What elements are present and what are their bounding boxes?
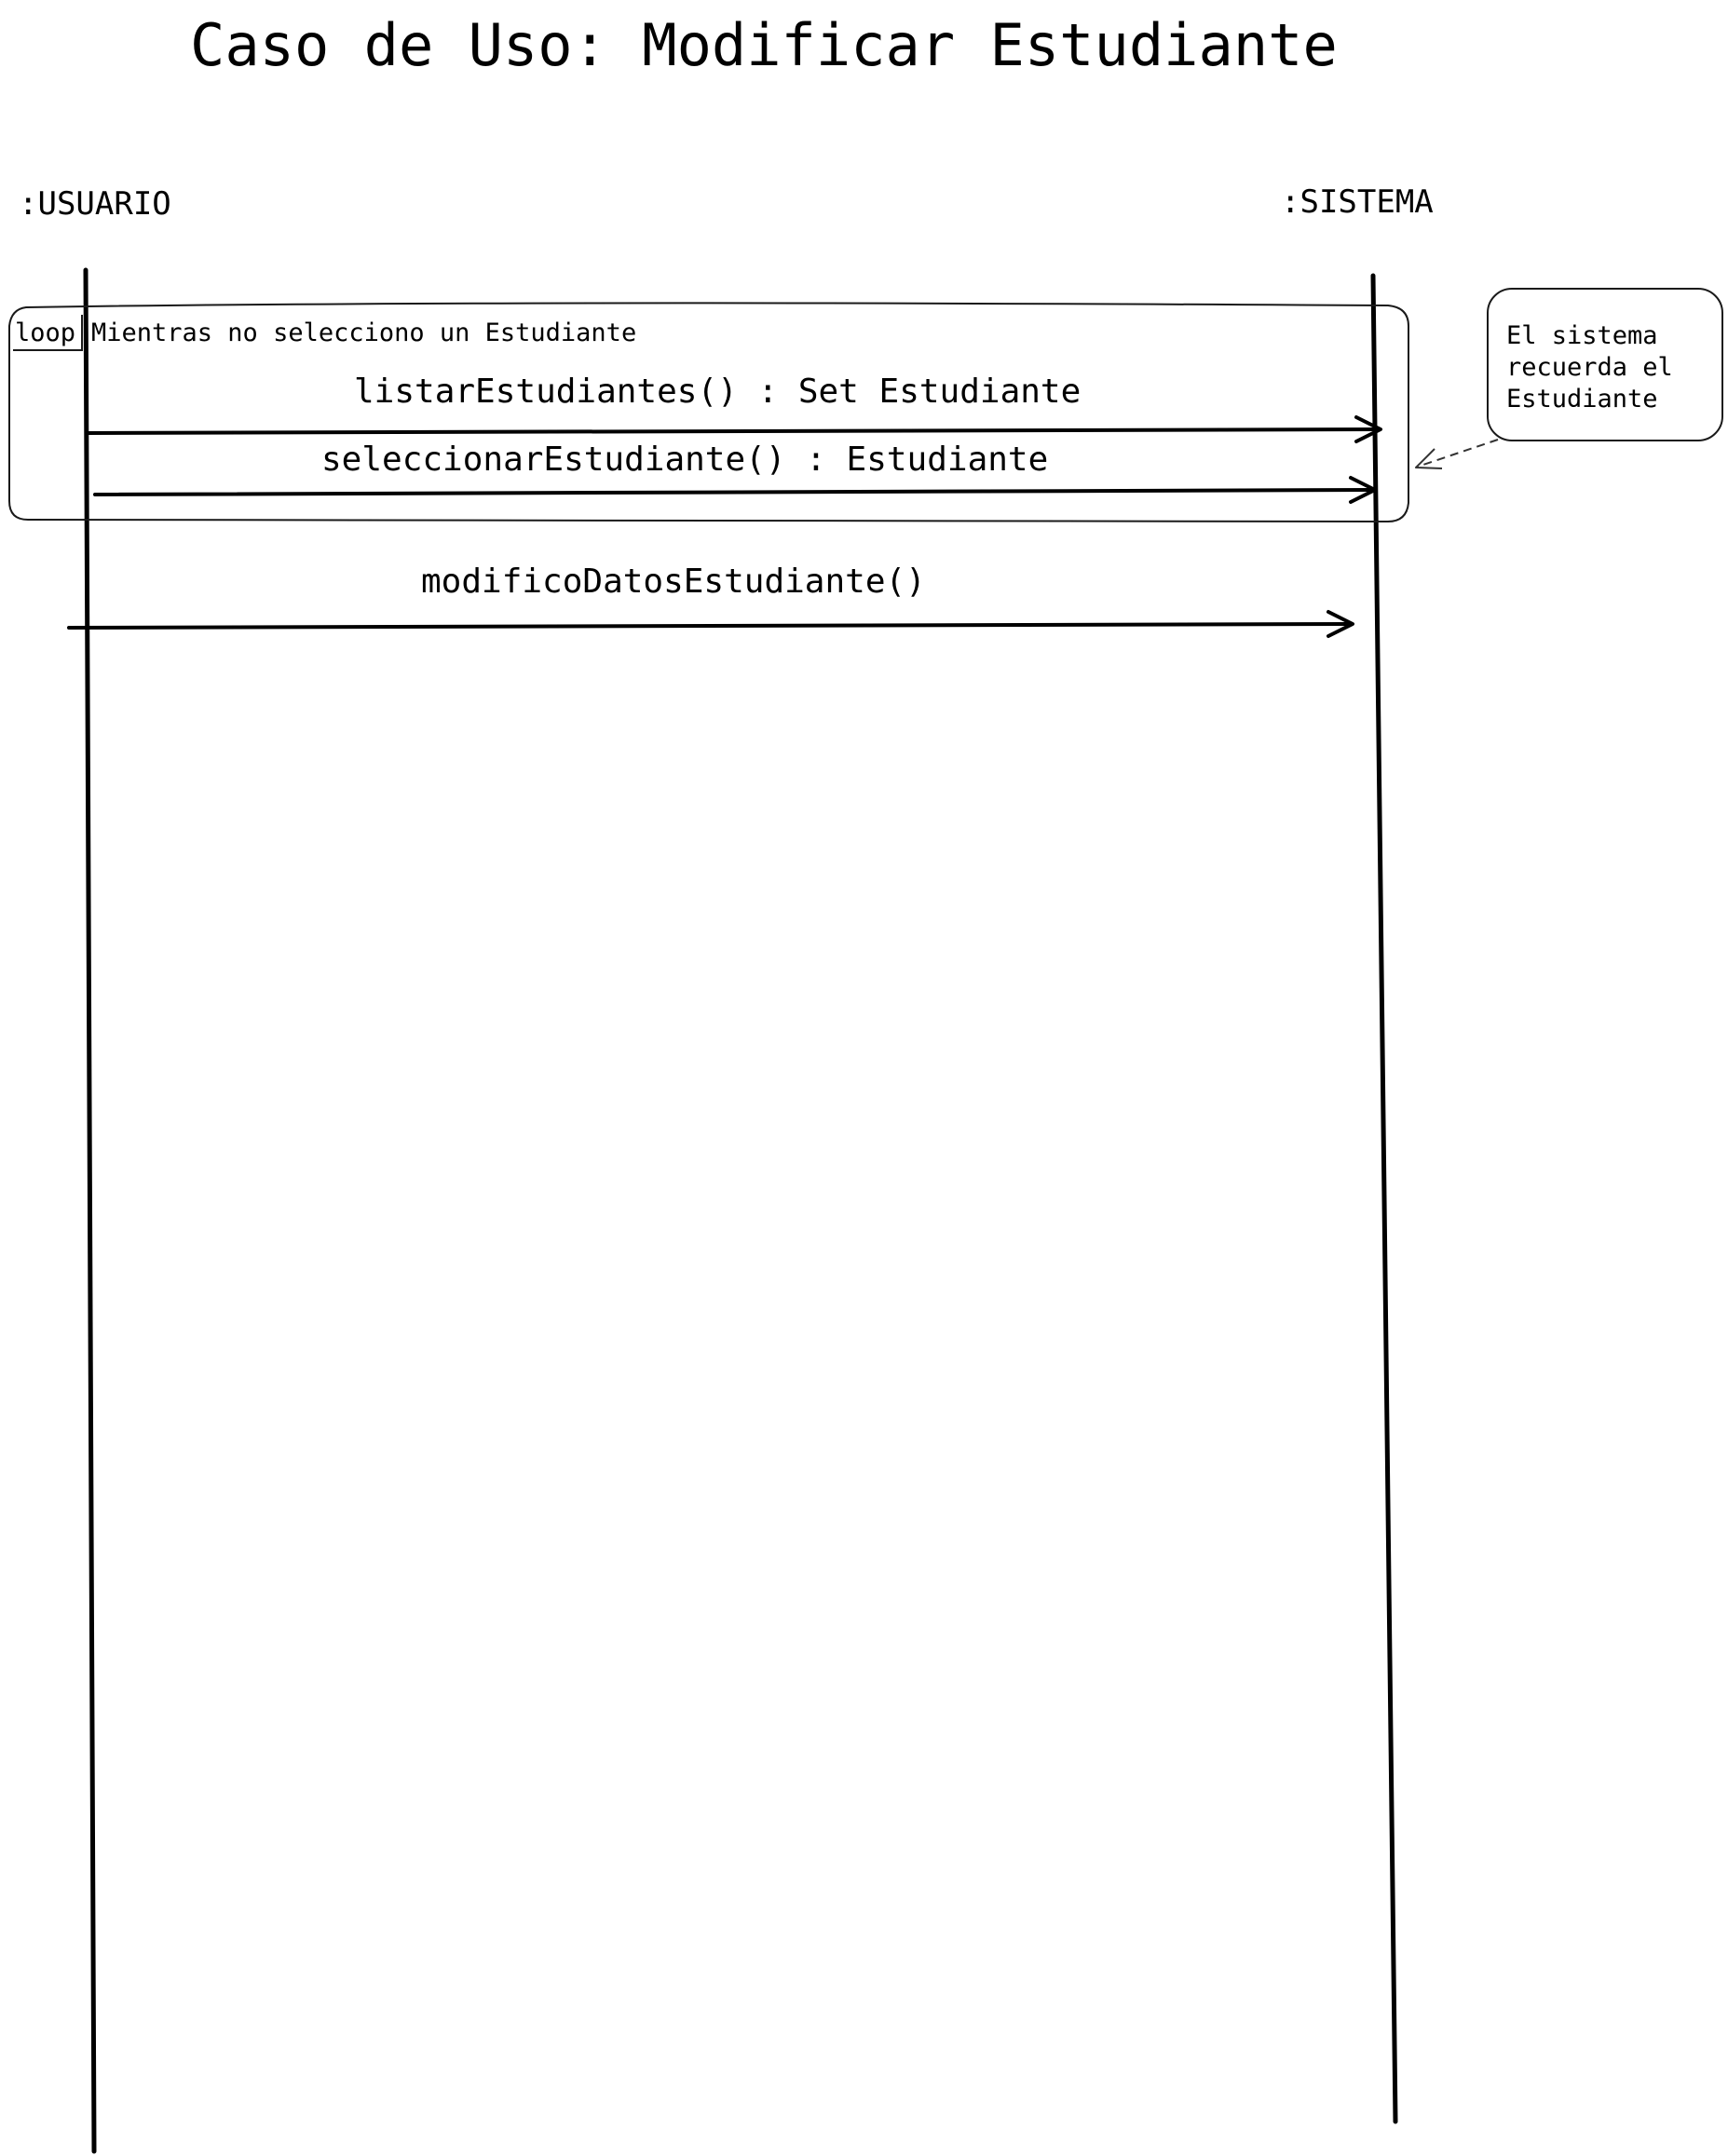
message-arrow-line — [93, 488, 1375, 496]
arrowhead-icon — [1349, 476, 1377, 504]
lifeline-usuario — [83, 267, 97, 2154]
message-seleccionar-estudiante: seleccionarEstudiante() : Estudiante — [93, 441, 1377, 504]
message-label: listarEstudiantes() : Set Estudiante — [354, 373, 1081, 411]
note-line: El sistema — [1506, 321, 1658, 350]
message-label: modificoDatosEstudiante() — [421, 563, 926, 601]
loop-fragment: loop Mientras no selecciono un Estudiant… — [8, 302, 1409, 523]
message-modifico-datos-estudiante: modificoDatosEstudiante() — [67, 563, 1354, 638]
lifeline-label-usuario: :USUARIO — [19, 185, 171, 223]
arrowhead-icon — [1327, 610, 1354, 638]
loop-guard-label: Mientras no selecciono un Estudiante — [91, 319, 636, 347]
message-arrow-line — [67, 622, 1353, 630]
note-line: recuerda el — [1506, 353, 1673, 382]
message-listar-estudiantes: listarEstudiantes() : Set Estudiante — [86, 373, 1382, 443]
loop-frame — [8, 302, 1409, 523]
open-arrowhead-icon — [1415, 448, 1443, 469]
arrowhead-icon — [1354, 415, 1382, 443]
loop-operator-label: loop — [15, 319, 75, 347]
note-box — [1487, 288, 1723, 441]
lifeline-label-sistema: :SISTEMA — [1281, 183, 1434, 221]
message-label: seleccionarEstudiante() : Estudiante — [321, 441, 1048, 479]
diagram-title: Caso de Uso: Modificar Estudiante — [190, 11, 1338, 79]
message-arrow-line — [86, 427, 1381, 435]
note: El sistema recuerda el Estudiante — [1415, 288, 1723, 469]
loop-operator-tab — [13, 315, 83, 351]
lifeline-sistema — [1370, 273, 1398, 2124]
note-line: Estudiante — [1506, 385, 1658, 414]
note-connector — [1417, 439, 1499, 468]
